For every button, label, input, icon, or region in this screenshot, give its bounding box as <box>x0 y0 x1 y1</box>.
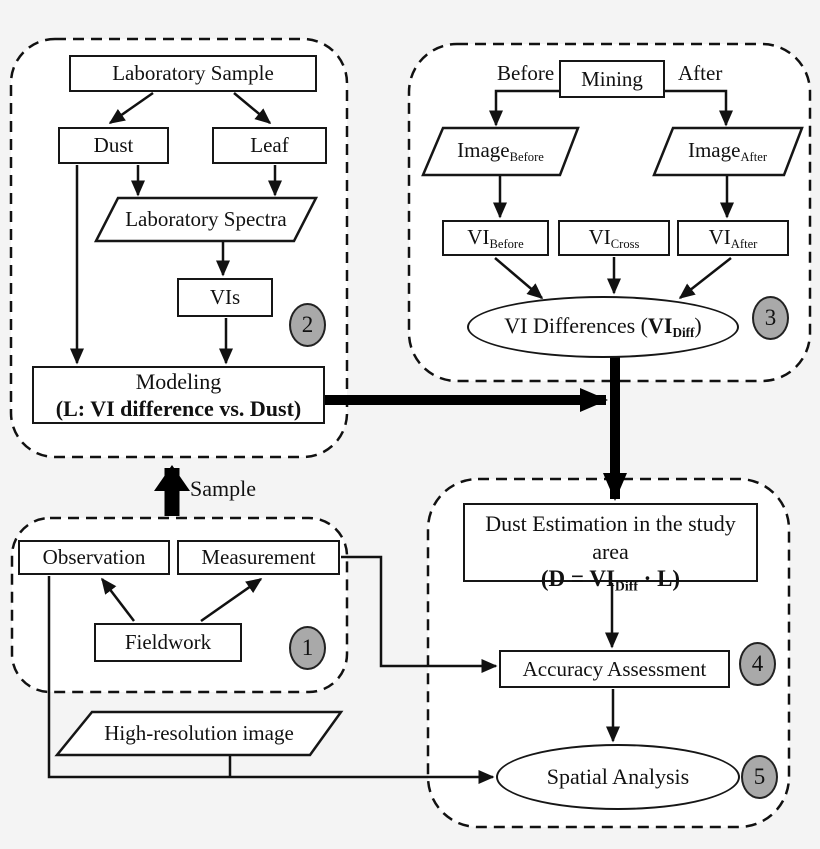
laboratory-sample-box: Laboratory Sample <box>69 55 317 92</box>
image-before-shape <box>421 126 580 177</box>
fieldwork-label: Fieldwork <box>124 630 212 655</box>
step-badge-3: 3 <box>752 296 789 340</box>
vi-after-box: VIAfter <box>677 220 789 256</box>
measurement-label: Measurement <box>201 545 316 570</box>
vi-cross-box: VICross <box>558 220 670 256</box>
fieldwork-box: Fieldwork <box>94 623 242 662</box>
arrow-vi-before-to-differences <box>494 257 544 299</box>
image-before-sub: Before <box>509 150 544 165</box>
dust-estimation-formula: (D = VIDiff · L) <box>541 565 680 595</box>
image-after-main: Image <box>687 137 741 162</box>
vis-box: VIs <box>177 278 273 317</box>
dust-estimation-title: Dust Estimation in the study area <box>485 511 736 564</box>
laboratory-spectra-parallelogram: Laboratory Spectra <box>96 198 316 241</box>
image-before-main: Image <box>457 137 510 162</box>
high-resolution-image-shape <box>54 710 344 757</box>
arrow-vi-after-to-differences <box>678 257 732 299</box>
spatial-analysis-ellipse: Spatial Analysis <box>496 744 740 810</box>
dust-estimation-box: Dust Estimation in the study area (D = V… <box>463 503 758 593</box>
modeling-title: Modeling <box>135 368 222 394</box>
vi-after-sub: After <box>730 236 758 251</box>
image-before-label: ImageBefore <box>457 138 544 165</box>
measurement-box: Measurement <box>177 540 340 575</box>
vi-before-box: VIBefore <box>442 220 549 256</box>
vi-differences-pre: VI Differences ( <box>504 313 648 339</box>
vi-before-sub: Before <box>489 236 524 251</box>
observation-label: Observation <box>42 545 146 570</box>
dust-estimation-post: · L) <box>637 566 681 591</box>
arrow-fieldwork-to-measurement <box>200 577 263 623</box>
arrow-sample-to-leaf <box>233 92 272 124</box>
dust-label: Dust <box>93 133 134 158</box>
vi-differences-label: VI Differences (VIDiff) <box>504 312 702 342</box>
image-before-parallelogram: ImageBefore <box>423 128 578 175</box>
vi-before-main: VI <box>467 224 490 249</box>
laboratory-spectra-label: Laboratory Spectra <box>125 207 287 231</box>
high-resolution-image-parallelogram: High-resolution image <box>57 712 341 755</box>
vi-cross-label: VICross <box>589 224 640 253</box>
leaf-label: Leaf <box>250 133 289 158</box>
arrow-observation-to-spatial <box>47 576 495 784</box>
spatial-analysis-label: Spatial Analysis <box>546 764 690 790</box>
modeling-box: Modeling (L: VI difference vs. Dust) <box>32 366 325 424</box>
step-badge-2: 2 <box>289 303 326 347</box>
leaf-box: Leaf <box>212 127 327 164</box>
arrow-measurement-to-accuracy <box>341 555 498 673</box>
vi-differences-ellipse: VI Differences (VIDiff) <box>467 296 739 358</box>
accuracy-assessment-box: Accuracy Assessment <box>499 650 730 688</box>
laboratory-spectra-shape <box>93 196 319 243</box>
dust-box: Dust <box>58 127 169 164</box>
laboratory-sample-label: Laboratory Sample <box>112 61 274 86</box>
arrow-fieldwork-to-observation <box>101 577 135 622</box>
vi-differences-sub: Diff <box>672 325 695 341</box>
sample-flow-label: Sample <box>190 476 256 501</box>
step-badge-5: 5 <box>741 755 778 799</box>
vi-differences-post: ) <box>694 313 702 339</box>
after-label: After <box>678 61 723 85</box>
arrow-mining-to-image-before <box>489 89 559 127</box>
modeling-formula: (L: VI difference vs. Dust) <box>55 396 302 421</box>
arrow-sample-to-dust <box>108 91 154 125</box>
step-badge-1: 1 <box>289 626 326 670</box>
image-after-parallelogram: ImageAfter <box>653 128 802 175</box>
vi-differences-vi: VI <box>647 313 673 339</box>
dust-estimation-pre: (D = VI <box>540 566 615 591</box>
step-badge-4: 4 <box>739 642 776 686</box>
mining-label: Mining <box>581 66 643 91</box>
mining-box: Mining <box>559 60 665 98</box>
vi-after-label: VIAfter <box>709 224 758 253</box>
vi-cross-sub: Cross <box>610 236 640 251</box>
vi-after-main: VI <box>708 224 731 249</box>
high-resolution-image-label: High-resolution image <box>104 721 294 745</box>
vi-before-label: VIBefore <box>467 224 523 253</box>
image-after-shape <box>652 126 804 177</box>
accuracy-assessment-label: Accuracy Assessment <box>522 656 707 681</box>
image-after-sub: After <box>740 150 768 165</box>
before-label: Before <box>497 61 555 85</box>
image-after-label: ImageAfter <box>688 138 767 165</box>
observation-box: Observation <box>18 540 170 575</box>
vis-label: VIs <box>209 285 241 310</box>
vi-cross-main: VI <box>588 224 611 249</box>
dust-estimation-sub: Diff <box>614 578 638 594</box>
arrow-mining-to-image-after <box>665 89 733 127</box>
